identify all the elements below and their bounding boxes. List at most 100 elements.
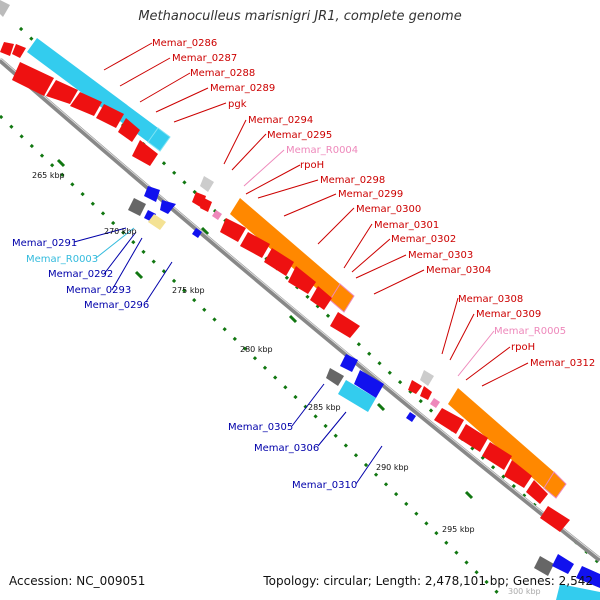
lower-right-features [408,370,600,600]
inner-tick-ring [0,114,507,600]
accession-text: Accession: NC_009051 [9,574,146,588]
gene-light-grey-a [200,176,214,192]
label-Memar_0287[interactable]: Memar_0287 [172,53,237,64]
gene-pink-a [212,210,222,220]
kbp-label-285: 285 kbp [308,403,341,412]
kbp-label-265: 265 kbp [32,171,65,180]
label-Memar_0306[interactable]: Memar_0306 [254,443,319,454]
label-pgk[interactable]: pgk [228,99,247,110]
gene-orange-long-2 [329,283,355,313]
label-rpoH-1[interactable]: rpoH [300,160,324,171]
label-leaders-pink [243,149,495,377]
gene-cyan-box [338,380,376,412]
gene-cyan-1 [27,38,158,142]
gene-blue-small [192,228,202,238]
outer-tick-ring [18,26,600,566]
gene-red-mid-e [310,286,332,310]
gene-blue-a [144,186,160,202]
tick-rings [0,26,600,600]
gene-blue-small-2 [406,412,416,422]
gene-orange-long-4 [543,471,567,499]
label-Memar_0309[interactable]: Memar_0309 [476,309,541,320]
label-Memar_0295[interactable]: Memar_0295 [267,130,332,141]
label-rpoH-2[interactable]: rpoH [511,342,535,353]
gene-red-row-e [118,118,140,142]
label-leaders-cyan [95,227,135,259]
gene-red-small-d [420,386,432,400]
gene-red-mid-a [220,218,246,242]
gene-light-grey-b [420,370,434,386]
gene-blue-f [552,554,574,574]
gene-blue-e [354,370,384,398]
backbone-ring [0,58,600,562]
gene-cyan-2 [147,127,171,152]
label-Memar_0310[interactable]: Memar_0310 [292,480,357,491]
kbp-label-270: 270 kbp [104,227,137,236]
label-leaders-red [103,42,529,387]
gene-red-row-b [46,80,78,104]
label-Memar_0288[interactable]: Memar_0288 [190,68,255,79]
label-leaders-blue [73,227,383,485]
kbp-label-275: 275 kbp [172,286,205,295]
gene-red-row-c [70,92,102,116]
gene-red-mid-f [330,312,360,338]
label-Memar_R0003[interactable]: Memar_R0003 [26,254,98,265]
gene-red-mid-b [240,232,270,258]
kbp-label-280: 280 kbp [240,345,273,354]
label-Memar_0289[interactable]: Memar_0289 [210,83,275,94]
gene-red-row-a [12,62,54,96]
label-Memar_0294[interactable]: Memar_0294 [248,115,313,126]
gene-grey-box-2 [326,368,344,386]
label-Memar_0301[interactable]: Memar_0301 [374,220,439,231]
gene-red-small-c [408,380,422,394]
gene-blue-d [340,354,358,372]
gene-red-top [0,42,14,56]
label-Memar_0299[interactable]: Memar_0299 [338,189,403,200]
label-Memar_0298[interactable]: Memar_0298 [320,175,385,186]
gene-red-row-d [96,104,124,128]
kbp-label-290: 290 kbp [376,463,409,472]
label-Memar_0312[interactable]: Memar_0312 [530,358,595,369]
gene-cyan-bottom [556,584,600,600]
label-Memar_0300[interactable]: Memar_0300 [356,204,421,215]
gene-red-mid-c [264,248,294,276]
gene-blue-b [160,200,176,214]
middle-features [128,176,416,422]
label-Memar_0302[interactable]: Memar_0302 [391,234,456,245]
gene-red-low-f [540,506,570,532]
gene-red-low-d [504,460,532,488]
map-title: Methanoculleus marisnigri JR1, complete … [138,9,462,24]
top-left-features [0,0,171,166]
gene-yellow-box [148,214,166,230]
gene-orange-long-3 [448,388,554,488]
gene-grey-box-3 [534,556,554,576]
gene-red-low-c [482,442,512,470]
gene-gray-top [0,0,10,17]
topology-text: Topology: circular; Length: 2,478,101 bp… [263,574,593,588]
label-Memar_0293[interactable]: Memar_0293 [66,285,131,296]
gene-red-small-b [200,198,212,212]
major-tick-marks [56,158,474,500]
label-Memar_0304[interactable]: Memar_0304 [426,265,491,276]
label-Memar_0308[interactable]: Memar_0308 [458,294,523,305]
gene-red-row-f [132,140,158,166]
label-Memar_R0004[interactable]: Memar_R0004 [286,145,358,156]
label-Memar_0296[interactable]: Memar_0296 [84,300,149,311]
label-Memar_0291[interactable]: Memar_0291 [12,238,77,249]
gene-red-mid-d [288,266,316,294]
label-Memar_0292[interactable]: Memar_0292 [48,269,113,280]
gene-grey-box [128,198,146,216]
gene-red-top2 [12,44,26,58]
kbp-label-300: 300 kbp [508,587,541,596]
gene-pink-b [430,398,440,408]
backbone-ring-highlight [0,57,600,559]
label-Memar_0305[interactable]: Memar_0305 [228,422,293,433]
gene-red-low-b [458,424,488,452]
label-Memar_0303[interactable]: Memar_0303 [408,250,473,261]
label-Memar_R0005[interactable]: Memar_R0005 [494,326,566,337]
gene-red-low-a [434,408,464,434]
gene-orange-long-1 [230,198,340,300]
label-Memar_0286[interactable]: Memar_0286 [152,38,217,49]
kbp-label-295: 295 kbp [442,525,475,534]
